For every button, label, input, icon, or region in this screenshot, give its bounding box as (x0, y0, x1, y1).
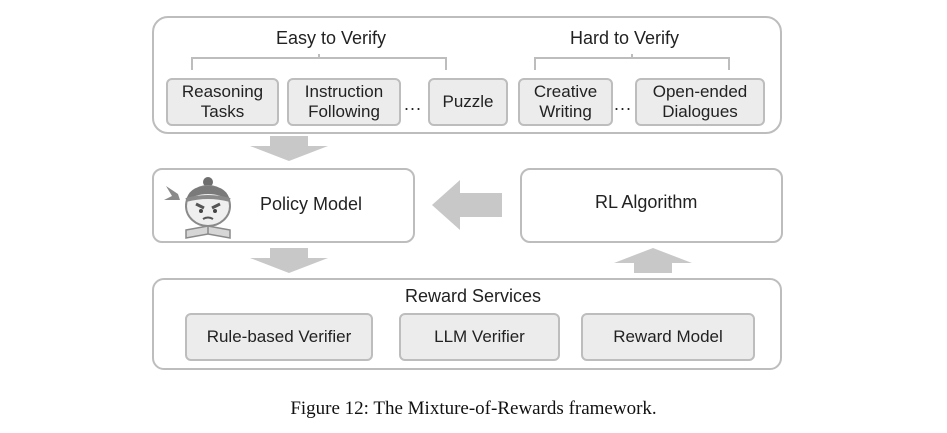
character-mascot-icon (164, 177, 231, 239)
hard-ellipsis: ... (614, 94, 633, 114)
task-open-ended-dialogues: Open-ended Dialogues (635, 78, 765, 126)
reward-reward-model: Reward Model (581, 313, 755, 361)
task-creative-writing: Creative Writing (518, 78, 613, 126)
rl-algorithm-label: RL Algorithm (595, 192, 698, 212)
hard-bracket (534, 54, 730, 70)
easy-ellipsis: ... (404, 94, 423, 114)
hard-to-verify-title: Hard to Verify (570, 28, 680, 48)
arrow-rl-to-policy (432, 180, 502, 230)
reward-rule-based-verifier: Rule-based Verifier (185, 313, 373, 361)
task-reasoning-tasks: Reasoning Tasks (166, 78, 279, 126)
figure-caption: Figure 12: The Mixture-of-Rewards framew… (290, 398, 657, 419)
task-instruction-following: Instruction Following (287, 78, 401, 126)
arrow-tasks-to-policy (250, 136, 328, 161)
policy-model-label: Policy Model (260, 194, 363, 214)
arrow-policy-to-reward (250, 248, 328, 273)
arrow-reward-to-rl (614, 248, 692, 273)
rl-algorithm-box (520, 168, 783, 243)
reward-services-title: Reward Services (405, 286, 542, 306)
easy-to-verify-title: Easy to Verify (276, 28, 387, 48)
easy-bracket (191, 54, 447, 70)
reward-llm-verifier: LLM Verifier (399, 313, 560, 361)
task-puzzle: Puzzle (428, 78, 508, 126)
